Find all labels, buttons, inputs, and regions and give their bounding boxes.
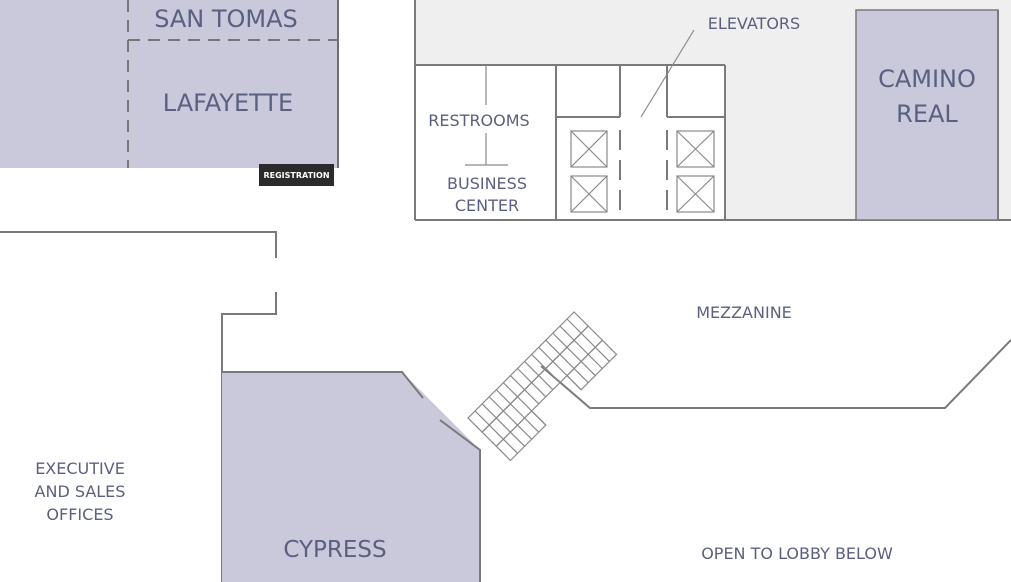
room-camino-real[interactable]: CAMINO REAL xyxy=(855,9,999,221)
room-label-lafayette: LAFAYETTE xyxy=(163,89,293,117)
elevator-core: ELEVATORS RESTROOMS BUSINESS CENTER xyxy=(414,0,1011,221)
label-mezzanine: MEZZANINE xyxy=(696,303,792,322)
room-cypress[interactable]: CYPRESS xyxy=(222,371,481,582)
label-executive-3: OFFICES xyxy=(46,505,113,524)
label-executive-1: EXECUTIVE xyxy=(35,459,125,478)
room-label-san-tomas: SAN TOMAS xyxy=(154,5,298,33)
label-elevators: ELEVATORS xyxy=(708,14,800,33)
label-executive-2: AND SALES xyxy=(35,482,126,501)
label-business-center-1: BUSINESS xyxy=(447,174,527,193)
stairs-icon xyxy=(467,311,618,462)
room-label-camino: CAMINO xyxy=(878,65,976,93)
room-lafayette-san-tomas[interactable]: SAN TOMAS LAFAYETTE xyxy=(0,0,339,168)
label-business-center-2: CENTER xyxy=(455,196,519,215)
room-label-cypress: CYPRESS xyxy=(283,537,386,563)
label-open-to-lobby: OPEN TO LOBBY BELOW xyxy=(701,544,893,563)
walls xyxy=(0,231,1011,582)
room-label-real: REAL xyxy=(896,100,958,128)
registration-badge: REGISTRATION xyxy=(259,164,334,186)
elevator-icon xyxy=(570,130,715,213)
label-restrooms: RESTROOMS xyxy=(428,111,529,130)
